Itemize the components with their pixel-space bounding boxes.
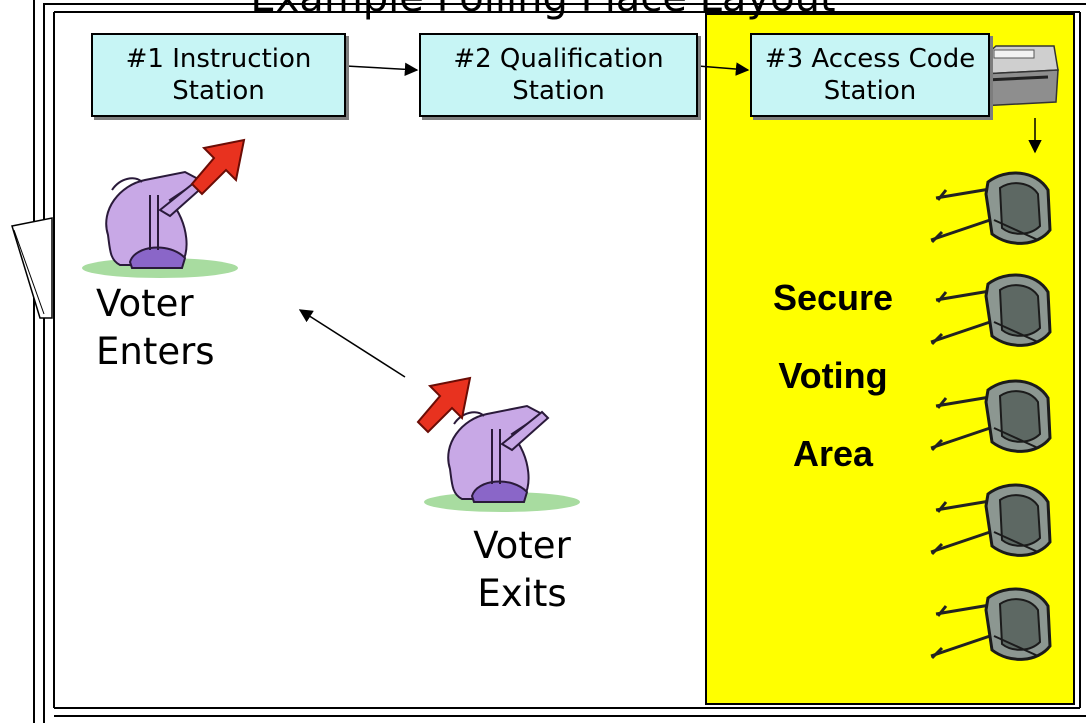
access-code-station-line1: #3 Access Code [764, 44, 976, 74]
voter-exiting-icon [423, 405, 581, 513]
flow-arrow-exit [298, 309, 406, 378]
entrance-door [11, 217, 53, 319]
red-arrow-icon [191, 139, 245, 195]
voter-entering-icon [81, 171, 239, 279]
instruction-station-line1: #1 Instruction [125, 44, 312, 74]
voter-exits-label: Voter Exits [462, 522, 582, 618]
card-encoder-icon [976, 44, 1060, 108]
qualification-station: #2 Qualification Station [419, 33, 698, 117]
qualification-station-line1: #2 Qualification [453, 44, 664, 74]
diagram-title: Example Polling Place Layout [0, 0, 1086, 18]
voter-exits-line2: Exits [477, 572, 567, 615]
secure-area-label: Secure Voting Area [748, 278, 918, 474]
access-code-station-line2: Station [823, 76, 917, 106]
voter-enters-label: Voter Enters [96, 280, 215, 376]
flow-arrow-1-to-2 [345, 62, 419, 77]
voter-exits-line1: Voter [473, 524, 571, 567]
building-outline [33, 0, 1086, 723]
voter-enters-line2: Enters [96, 330, 215, 373]
secure-area-line3: Area [792, 433, 874, 474]
instruction-station-line2: Station [172, 76, 265, 106]
access-code-station: #3 Access Code Station [750, 33, 990, 117]
flow-arrow-2-to-3 [697, 62, 750, 76]
voter-enters-line1: Voter [96, 282, 194, 325]
qualification-station-line2: Station [512, 76, 605, 106]
red-arrow-icon [417, 377, 471, 433]
secure-area-line2: Voting [778, 355, 888, 396]
instruction-station: #1 Instruction Station [91, 33, 346, 117]
secure-area-line1: Secure [772, 277, 894, 318]
